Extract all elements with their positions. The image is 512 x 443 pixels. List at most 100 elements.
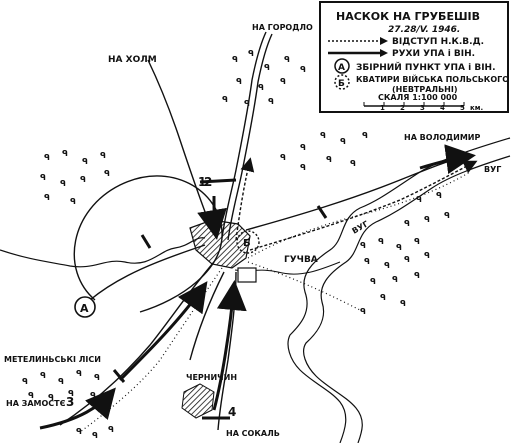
- svg-text:ᑫ: ᑫ: [232, 55, 238, 64]
- svg-text:ᑫ: ᑫ: [424, 215, 430, 224]
- svg-text:ᑫ: ᑫ: [320, 131, 326, 140]
- svg-text:ᑫ: ᑫ: [100, 151, 106, 160]
- svg-text:ᑫ: ᑫ: [280, 153, 286, 162]
- svg-text:ᑫ: ᑫ: [424, 251, 430, 260]
- scale-tick-3: 3: [420, 104, 425, 112]
- svg-text:ᑫ: ᑫ: [76, 369, 82, 378]
- svg-text:ᑫ: ᑫ: [76, 427, 82, 436]
- svg-text:ᑫ: ᑫ: [92, 431, 98, 440]
- svg-text:ᑫ: ᑫ: [58, 377, 64, 386]
- label-volodymyr: НА ВОЛОДИМИР: [404, 133, 480, 142]
- label-kholm: НА ХОЛМ: [108, 55, 157, 65]
- legend-title: НАСКОК НА ГРУБЕШІВ: [336, 10, 480, 23]
- label-sokal: НА СОКАЛЬ: [226, 429, 280, 438]
- marker-a-label: A: [80, 302, 89, 315]
- svg-text:ᑫ: ᑫ: [444, 211, 450, 220]
- label-bug-middle: ВУГ: [351, 219, 371, 235]
- svg-text:ᑫ: ᑫ: [40, 173, 46, 182]
- marker-3: 3: [66, 395, 74, 409]
- scale-tick-unit: км.: [470, 104, 483, 112]
- legend-upa-label: РУХИ УПА і ВІН.: [392, 48, 475, 59]
- barracks-block: [237, 267, 257, 283]
- svg-text:ᑫ: ᑫ: [264, 63, 270, 72]
- encirclement-arc: [73, 175, 223, 313]
- town-hrubeshiv: [189, 219, 251, 269]
- svg-text:ᑫ: ᑫ: [258, 83, 264, 92]
- legend-upa-symbol: [328, 49, 388, 57]
- svg-text:ᑫ: ᑫ: [378, 237, 384, 246]
- svg-text:ᑫ: ᑫ: [300, 163, 306, 172]
- svg-text:ᑫ: ᑫ: [82, 157, 88, 166]
- svg-text:ᑫ: ᑫ: [44, 153, 50, 162]
- label-bug-east: ВУГ: [484, 165, 501, 174]
- scale-tick-2: 2: [400, 104, 405, 112]
- legend-scale-label: СКАЛЯ 1:100 000: [378, 93, 458, 102]
- svg-text:ᑫ: ᑫ: [404, 219, 410, 228]
- svg-text:ᑫ: ᑫ: [280, 77, 286, 86]
- svg-text:ᑫ: ᑫ: [22, 377, 28, 386]
- svg-text:ᑫ: ᑫ: [104, 169, 110, 178]
- svg-text:ᑫ: ᑫ: [268, 97, 274, 106]
- polish-quarters-b: [236, 230, 260, 254]
- forest-symbols: ᑫ ᑫ ᑫ ᑫ ᑫ ᑫ ᑫ ᑫ ᑫ ᑫ ᑫ ᑫ ᑫ ᑫ ᑫ ᑫ ᑫ ᑫ ᑫ ᑫ ᑫ ᑫ ᑫ ᑫ ᑫ ᑫ ᑫ ᑫ ᑫ ᑫ ᑫ ᑫ…: [22, 49, 450, 440]
- svg-text:ᑫ: ᑫ: [44, 193, 50, 202]
- railway: [79, 171, 471, 433]
- label-horodlo: НА ГОРОДЛО: [252, 23, 313, 32]
- svg-text:ᑫ: ᑫ: [60, 179, 66, 188]
- west-stream: [0, 237, 206, 268]
- legend-b-letter: Б: [338, 79, 345, 89]
- svg-text:ᑫ: ᑫ: [48, 393, 54, 402]
- label-hucva: ГУЧВА: [284, 255, 318, 265]
- svg-text:ᑫ: ᑫ: [90, 391, 96, 400]
- legend: НАСКОК НА ГРУБЕШІВ 27.28/V. 1946. ВІДСТУ…: [319, 1, 509, 113]
- svg-text:ᑫ: ᑫ: [94, 373, 100, 382]
- svg-text:ᑫ: ᑫ: [284, 55, 290, 64]
- scale-tick-5: 5: [460, 104, 465, 112]
- svg-text:ᑫ: ᑫ: [380, 293, 386, 302]
- assembly-point-a: [74, 296, 96, 318]
- svg-text:ᑫ: ᑫ: [340, 137, 346, 146]
- attack-arrows: [39, 144, 476, 430]
- label-metelyn: МЕТЕЛИНЬСЬКІ ЛІСИ: [4, 355, 101, 364]
- svg-text:ᑫ: ᑫ: [236, 77, 242, 86]
- label-chernychyn: ЧЕРНИЧИН: [186, 373, 237, 382]
- legend-b-sublabel: (НЕВТРАЛЬНІ): [392, 85, 458, 94]
- svg-text:ᑫ: ᑫ: [326, 155, 332, 164]
- svg-text:ᑫ: ᑫ: [360, 241, 366, 250]
- bug-river: [287, 137, 511, 443]
- legend-a-letter: A: [338, 63, 345, 73]
- legend-b-symbol: [334, 74, 350, 90]
- svg-text:ᑫ: ᑫ: [40, 371, 46, 380]
- svg-text:ᑫ: ᑫ: [70, 197, 76, 206]
- label-zamostia: НА ЗАМОСТЄ: [6, 399, 66, 408]
- svg-text:ᑫ: ᑫ: [384, 261, 390, 270]
- svg-text:ᑫ: ᑫ: [414, 237, 420, 246]
- marker-b-label: Б: [243, 238, 251, 249]
- svg-text:ᑫ: ᑫ: [222, 95, 228, 104]
- svg-text:ᑫ: ᑫ: [350, 159, 356, 168]
- svg-text:ᑫ: ᑫ: [300, 65, 306, 74]
- svg-text:ᑫ: ᑫ: [396, 243, 402, 252]
- svg-text:ᑫ: ᑫ: [414, 271, 420, 280]
- svg-text:ᑫ: ᑫ: [108, 425, 114, 434]
- svg-text:ᑫ: ᑫ: [370, 277, 376, 286]
- scale-tick-4: 4: [440, 104, 445, 112]
- marker-2: 2: [204, 175, 212, 189]
- svg-text:ᑫ: ᑫ: [80, 175, 86, 184]
- marker-4: 4: [228, 405, 236, 419]
- legend-a-symbol: [334, 58, 350, 74]
- legend-b-label: КВАТИРИ ВІЙСЬКА ПОЛЬСЬКОГО: [356, 73, 509, 84]
- scale-tick-1: 1: [380, 104, 385, 112]
- svg-text:ᑫ: ᑫ: [392, 275, 398, 284]
- legend-nkvd-label: ВІДСТУП Н.К.В.Д.: [392, 37, 484, 47]
- svg-text:ᑫ: ᑫ: [400, 299, 406, 308]
- legend-scale-bar: [363, 102, 465, 107]
- road-blocks: [112, 178, 328, 420]
- village-chernychyn: [181, 383, 215, 419]
- svg-text:ᑫ: ᑫ: [244, 99, 250, 108]
- svg-text:ᑫ: ᑫ: [416, 195, 422, 204]
- svg-text:ᑫ: ᑫ: [362, 131, 368, 140]
- svg-text:ᑫ: ᑫ: [364, 257, 370, 266]
